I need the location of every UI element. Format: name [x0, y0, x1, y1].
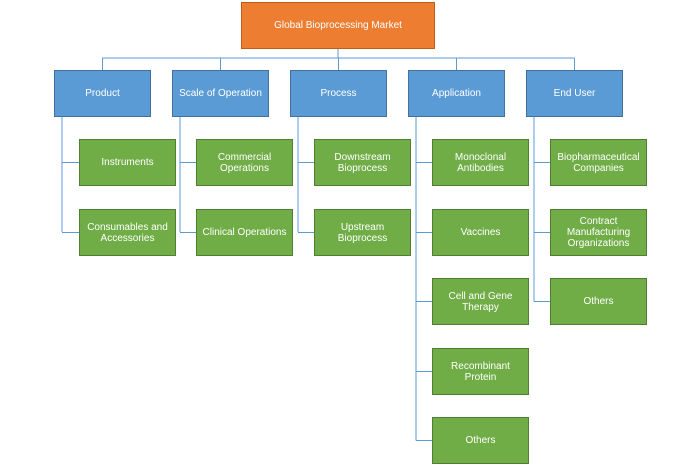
- leaf-node: Cell and Gene Therapy: [432, 278, 529, 325]
- leaf-node: Clinical Operations: [196, 209, 293, 256]
- leaf-node: Others: [550, 278, 647, 325]
- leaf-node: Biopharmaceutical Companies: [550, 139, 647, 186]
- leaf-node: Others: [432, 417, 529, 464]
- category-node: Product: [54, 70, 151, 117]
- leaf-node: Recombinant Protein: [432, 348, 529, 395]
- category-node: End User: [526, 70, 623, 117]
- leaf-node: Commercial Operations: [196, 139, 293, 186]
- leaf-node: Upstream Bioprocess: [314, 209, 411, 256]
- leaf-node: Consumables and Accessories: [79, 209, 176, 256]
- leaf-node: Vaccines: [432, 209, 529, 256]
- leaf-node: Contract Manufacturing Organizations: [550, 209, 647, 256]
- leaf-node: Downstream Bioprocess: [314, 139, 411, 186]
- category-node: Scale of Operation: [172, 70, 269, 117]
- leaf-node: Instruments: [79, 139, 176, 186]
- category-node: Process: [290, 70, 387, 117]
- root-node: Global Bioprocessing Market: [241, 2, 435, 49]
- category-node: Application: [408, 70, 505, 117]
- leaf-node: Monoclonal Antibodies: [432, 139, 529, 186]
